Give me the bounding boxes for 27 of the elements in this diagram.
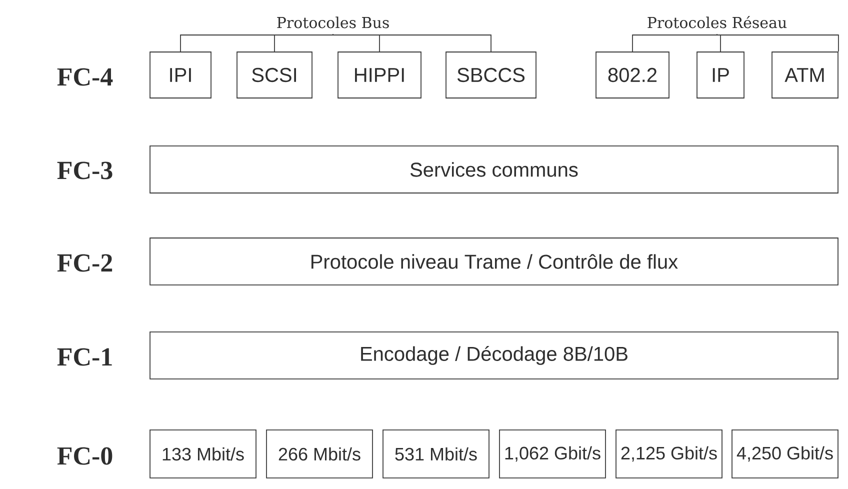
speed-box: 266 Mbit/s — [266, 430, 373, 478]
protocol-box: HIPPI — [338, 52, 422, 98]
connector-line — [632, 34, 718, 52]
protocol-box: IP — [696, 52, 744, 98]
protocol-box: SBCCS — [446, 52, 536, 98]
speed-box: 4,250 Gbit/s — [732, 430, 838, 478]
connector-line — [274, 34, 334, 52]
connector-line — [716, 34, 839, 52]
protocol-box: SCSI — [236, 52, 312, 98]
speed-box: 531 Mbit/s — [382, 430, 490, 478]
group-label: Protocoles Réseau — [648, 16, 787, 28]
layer-label: FC-4 — [57, 68, 113, 86]
speed-box: 133 Mbit/s — [150, 430, 256, 478]
layer-box: Protocole niveau Trame / Contrôle de flux — [150, 238, 838, 286]
connector-line — [332, 34, 492, 52]
group-label: Protocoles Bus — [277, 16, 389, 28]
protocol-box: IPI — [150, 52, 212, 98]
protocol-box: ATM — [772, 52, 838, 98]
speed-box: 1,062 Gbit/s — [499, 430, 606, 478]
layer-label: FC-2 — [57, 254, 112, 272]
layer-box: Services communs — [150, 146, 838, 194]
speed-box: 2,125 Gbit/s — [616, 430, 722, 478]
layer-label: FC-0 — [57, 447, 112, 465]
layer-box: Encodage / Décodage 8B/10B — [150, 332, 838, 380]
layer-label: FC-3 — [57, 162, 112, 180]
layer-label: FC-1 — [57, 348, 112, 366]
protocol-box: 802.2 — [596, 52, 670, 98]
